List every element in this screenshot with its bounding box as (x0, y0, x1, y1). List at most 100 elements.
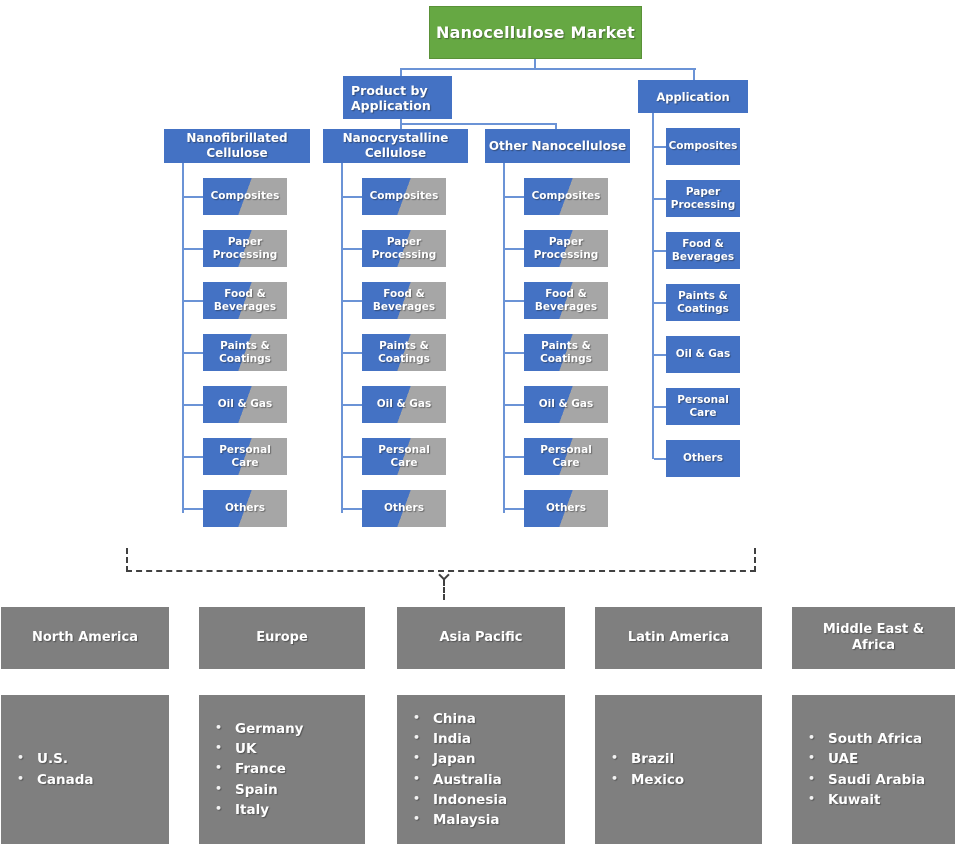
item-box: Others (654, 440, 740, 477)
region-countries-asia-pacific: China India Japan Australia Indonesia Ma… (397, 695, 565, 844)
country-item: France (213, 759, 361, 779)
country-item: Mexico (609, 770, 758, 790)
root-node-box: Nanocellulose Market (429, 6, 642, 59)
country-item: Kuwait (806, 790, 951, 810)
item-label: Oil & Gas (217, 398, 273, 411)
item-box: Composites (184, 178, 287, 215)
country-list: Brazil Mexico (595, 749, 762, 790)
region-header-label: Europe (256, 629, 308, 645)
item-box: Paints & Coatings (343, 334, 446, 371)
diagram-title: Nanocellulose Market (435, 23, 635, 42)
item-label: Food & Beverages (213, 288, 277, 313)
country-item: Saudi Arabia (806, 770, 951, 790)
country-item: Australia (411, 770, 561, 790)
item-label: Paper Processing (371, 236, 437, 261)
region-countries-north-america: U.S. Canada (1, 695, 169, 844)
column-header: Other Nanocellulose (485, 129, 630, 163)
item-label: Personal Care (540, 444, 592, 469)
application-header: Application (638, 80, 748, 113)
country-item: Canada (15, 770, 165, 790)
country-item: Brazil (609, 749, 758, 769)
region-header-latin-america: Latin America (595, 607, 762, 669)
country-list: South Africa UAE Saudi Arabia Kuwait (792, 729, 955, 810)
item-label: Personal Care (677, 394, 729, 419)
item-label: Food & Beverages (671, 238, 735, 263)
connector-mid-horizontal (400, 123, 557, 125)
region-header-europe: Europe (199, 607, 365, 669)
dashed-bracket-left-tick (126, 548, 128, 572)
region-countries-latin-america: Brazil Mexico (595, 695, 762, 844)
country-item: India (411, 729, 561, 749)
item-box: Oil & Gas (505, 386, 608, 423)
item-label: Food & Beverages (534, 288, 598, 313)
item-box: Paper Processing (654, 180, 740, 217)
item-label: Others (384, 502, 424, 515)
column-spine-line (652, 113, 654, 459)
item-box: Others (184, 490, 287, 527)
column-header-label: Nanocrystalline Cellulose (342, 131, 449, 160)
item-box: Others (505, 490, 608, 527)
item-label: Paints & Coatings (378, 340, 430, 365)
item-box: Composites (343, 178, 446, 215)
country-item: Germany (213, 719, 361, 739)
branch-product-by-application: Product by Application (343, 76, 452, 119)
item-box: Oil & Gas (343, 386, 446, 423)
item-label: Composites (210, 190, 280, 203)
country-item: Japan (411, 749, 561, 769)
region-header-label: Asia Pacific (439, 629, 523, 645)
item-box: Personal Care (184, 438, 287, 475)
item-label: Composites (668, 140, 738, 153)
item-box: Paper Processing (184, 230, 287, 267)
item-box: Paper Processing (505, 230, 608, 267)
item-label: Paper Processing (533, 236, 599, 261)
region-header-north-america: North America (1, 607, 169, 669)
connector-other-drop (555, 125, 557, 129)
connector-root-down (534, 59, 536, 69)
item-box: Food & Beverages (654, 232, 740, 269)
item-box: Oil & Gas (184, 386, 287, 423)
column-header-label: Nanofibrillated Cellulose (186, 131, 288, 160)
item-box: Composites (654, 128, 740, 165)
dashed-bracket-center-drop (443, 580, 445, 600)
country-item: South Africa (806, 729, 951, 749)
item-box: Others (343, 490, 446, 527)
country-list: Germany UK France Spain Italy (199, 719, 365, 820)
region-countries-middle-east-africa: South Africa UAE Saudi Arabia Kuwait (792, 695, 955, 844)
item-label: Others (546, 502, 586, 515)
column-nanofibrillated-cellulose: Nanofibrillated Cellulose Composites Pap… (164, 129, 310, 527)
country-item: Malaysia (411, 810, 561, 830)
region-countries-europe: Germany UK France Spain Italy (199, 695, 365, 844)
country-item: Indonesia (411, 790, 561, 810)
item-label: Others (683, 452, 723, 465)
country-item: Italy (213, 800, 361, 820)
country-list: U.S. Canada (1, 749, 169, 790)
dashed-bracket-right-tick (754, 548, 756, 572)
dashed-bracket-horizontal (126, 570, 756, 572)
region-header-label: Latin America (627, 629, 730, 645)
column-spine-line (341, 163, 343, 513)
item-label: Personal Care (219, 444, 271, 469)
item-box: Oil & Gas (654, 336, 740, 373)
item-label: Paints & Coatings (540, 340, 592, 365)
item-label: Personal Care (378, 444, 430, 469)
country-item: Spain (213, 780, 361, 800)
item-box: Paints & Coatings (654, 284, 740, 321)
item-label: Paper Processing (212, 236, 278, 261)
region-header-asia-pacific: Asia Pacific (397, 607, 565, 669)
item-label: Composites (531, 190, 601, 203)
application-header-label: Application (656, 89, 730, 104)
country-item: UK (213, 739, 361, 759)
item-label: Paints & Coatings (219, 340, 271, 365)
connector-product-drop (400, 70, 402, 76)
item-box: Food & Beverages (343, 282, 446, 319)
item-box: Food & Beverages (184, 282, 287, 319)
country-list: China India Japan Australia Indonesia Ma… (397, 709, 565, 831)
connector-top-horizontal (400, 68, 696, 70)
country-item: UAE (806, 749, 951, 769)
item-label: Oil & Gas (675, 348, 731, 361)
item-box: Composites (505, 178, 608, 215)
item-box: Paints & Coatings (505, 334, 608, 371)
item-box: Personal Care (343, 438, 446, 475)
column-spine-line (503, 163, 505, 513)
